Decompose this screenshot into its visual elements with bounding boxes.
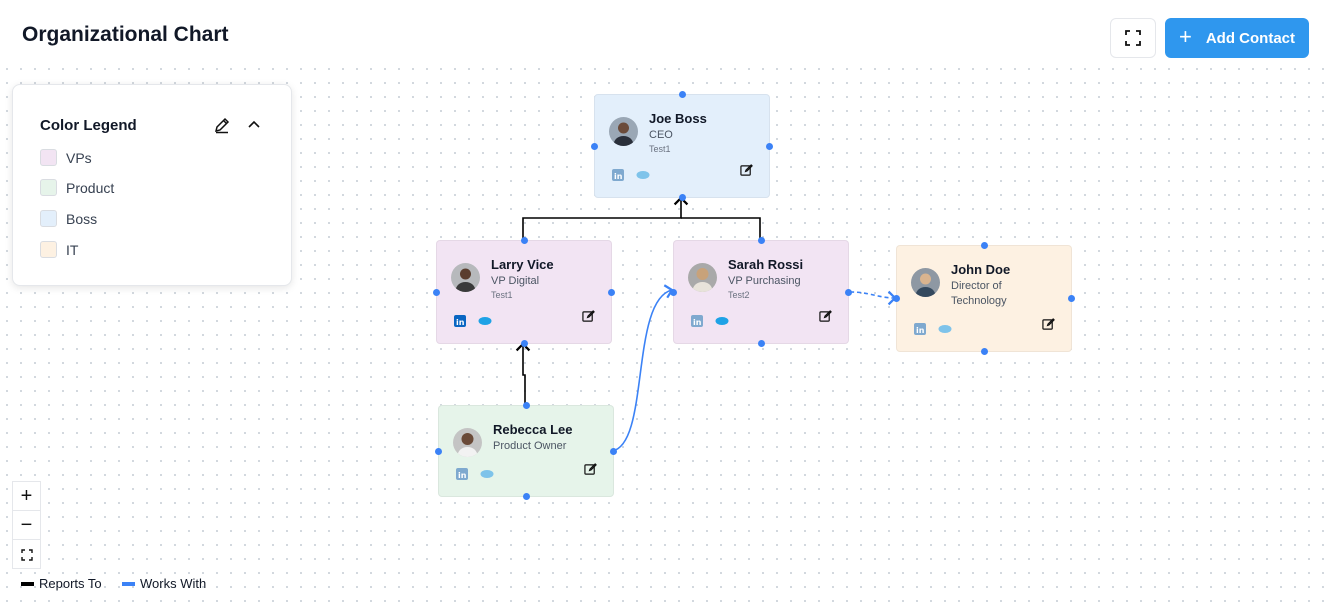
connection-handle[interactable]: [521, 340, 528, 347]
connection-handle[interactable]: [758, 237, 765, 244]
node-name: Sarah Rossi: [728, 257, 804, 272]
legend-item-label: VPs: [66, 149, 92, 166]
legend-item-label: Boss: [66, 210, 98, 227]
color-legend-panel: Color Legend VPs Product Boss IT: [12, 84, 292, 286]
edit-icon[interactable]: [819, 310, 832, 328]
avatar: [453, 428, 482, 457]
fullscreen-button[interactable]: [1110, 18, 1156, 58]
edge-legend-label: Works With: [140, 576, 207, 591]
svg-text:in: in: [456, 318, 465, 327]
zoom-in-button[interactable]: +: [13, 482, 40, 511]
connection-handle[interactable]: [679, 194, 686, 201]
org-node-sarah-rossi[interactable]: Sarah Rossi VP Purchasing Test2 in: [670, 237, 852, 347]
fullscreen-icon: [1125, 30, 1141, 46]
legend-swatch: [40, 210, 57, 227]
connection-handle[interactable]: [845, 289, 852, 296]
zoom-out-button[interactable]: −: [13, 511, 40, 540]
legend-item-product: Product: [40, 179, 114, 196]
chevron-up-icon[interactable]: [245, 116, 263, 139]
legend-title: Color Legend: [40, 117, 137, 134]
salesforce-icon[interactable]: [938, 324, 952, 334]
connection-handle[interactable]: [981, 348, 988, 355]
connection-handle[interactable]: [433, 289, 440, 296]
edit-icon[interactable]: [740, 164, 753, 182]
avatar: [609, 117, 638, 146]
avatar: [911, 268, 940, 297]
edge-legend-reports-to: Reports To: [21, 576, 102, 591]
node-name: Rebecca Lee: [493, 422, 573, 437]
connection-handle[interactable]: [981, 242, 988, 249]
salesforce-icon[interactable]: [480, 469, 494, 479]
salesforce-icon[interactable]: [478, 316, 492, 326]
legend-swatch: [40, 179, 57, 196]
org-node-joe-boss[interactable]: Joe Boss CEO Test1 in: [591, 91, 773, 201]
node-role: VP Digital: [491, 275, 540, 287]
edit-icon[interactable]: [582, 310, 595, 328]
node-role: Director of Technology: [951, 280, 1007, 307]
connection-handle[interactable]: [1068, 295, 1075, 302]
connection-handle[interactable]: [523, 493, 530, 500]
node-role: Product Owner: [493, 440, 567, 452]
org-node-larry-vice[interactable]: Larry Vice VP Digital Test1 in: [433, 237, 615, 347]
add-contact-label: Add Contact: [1205, 29, 1296, 47]
node-subtitle: Test1: [649, 144, 671, 154]
legend-item-it: IT: [40, 241, 78, 258]
linkedin-icon[interactable]: in: [454, 315, 466, 327]
legend-swatch: [40, 241, 57, 258]
linkedin-icon[interactable]: in: [914, 323, 926, 335]
legend-edit-icon[interactable]: [213, 116, 231, 139]
avatar: [688, 263, 717, 292]
node-name: Larry Vice: [491, 257, 554, 272]
node-role: CEO: [649, 129, 673, 141]
connection-handle[interactable]: [766, 143, 773, 150]
connection-handle[interactable]: [591, 143, 598, 150]
page-title: Organizational Chart: [22, 23, 229, 46]
reports-to-swatch: [21, 581, 34, 586]
salesforce-icon[interactable]: [636, 170, 650, 180]
plus-icon: +: [1178, 24, 1192, 49]
org-node-rebecca-lee[interactable]: Rebecca Lee Product Owner in: [435, 402, 617, 500]
avatar: [451, 263, 480, 292]
connection-handle[interactable]: [608, 289, 615, 296]
fit-view-button[interactable]: [13, 540, 40, 569]
connection-handle[interactable]: [758, 340, 765, 347]
node-role: VP Purchasing: [728, 275, 801, 287]
connection-handle[interactable]: [670, 289, 677, 296]
svg-text:in: in: [458, 471, 467, 480]
linkedin-icon[interactable]: in: [456, 468, 468, 480]
svg-text:in: in: [916, 326, 925, 335]
edge-legend-label: Reports To: [39, 576, 102, 591]
add-contact-button[interactable]: + Add Contact: [1165, 18, 1309, 58]
connection-handle[interactable]: [523, 402, 530, 409]
connection-handle[interactable]: [435, 448, 442, 455]
legend-item-boss: Boss: [40, 210, 97, 227]
node-subtitle: Test2: [728, 290, 750, 300]
works-with-swatch: [122, 581, 135, 586]
node-name: John Doe: [951, 262, 1011, 277]
svg-text:in: in: [693, 318, 702, 327]
org-node-john-doe[interactable]: John Doe Director of Technology in: [893, 242, 1075, 355]
legend-item-label: Product: [66, 179, 115, 196]
connection-handle[interactable]: [610, 448, 617, 455]
linkedin-icon[interactable]: in: [612, 169, 624, 181]
zoom-controls: + −: [12, 481, 41, 569]
linkedin-icon[interactable]: in: [691, 315, 703, 327]
legend-item-vps: VPs: [40, 149, 92, 166]
salesforce-icon[interactable]: [715, 316, 729, 326]
connection-handle[interactable]: [679, 91, 686, 98]
legend-item-label: IT: [66, 241, 79, 258]
connection-handle[interactable]: [893, 295, 900, 302]
svg-text:in: in: [614, 172, 623, 181]
edge-legend-works-with: Works With: [122, 576, 206, 591]
node-subtitle: Test1: [491, 290, 513, 300]
fit-view-icon: [20, 548, 33, 561]
edit-icon[interactable]: [584, 463, 597, 481]
connection-handle[interactable]: [521, 237, 528, 244]
legend-swatch: [40, 149, 57, 166]
edit-icon[interactable]: [1042, 318, 1055, 336]
node-name: Joe Boss: [649, 111, 707, 126]
